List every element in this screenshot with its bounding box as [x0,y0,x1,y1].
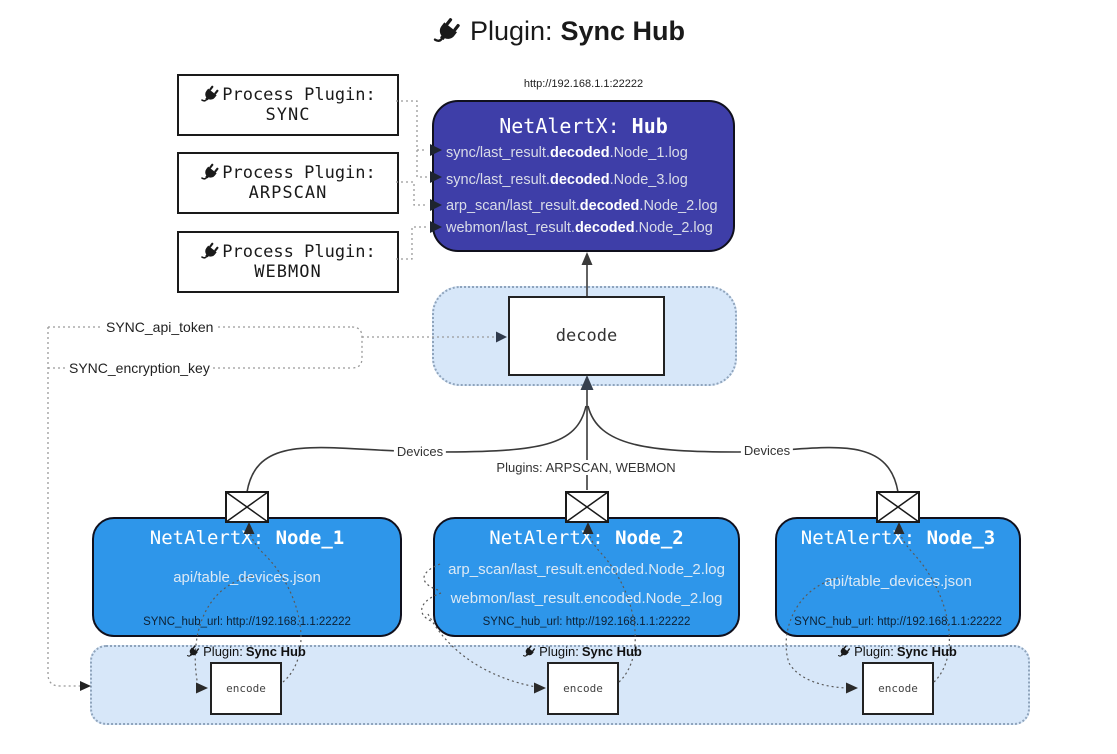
page-title: Plugin: Sync Hub [0,16,1117,47]
title-prefix: Plugin: [469,16,553,46]
process-plugin-arpscan: Process Plugin: ARPSCAN [177,152,399,214]
hub-log-line: arp_scan/last_result.decoded.Node_2.log [446,198,718,214]
node-3-box: NetAlertX: Node_3 api/table_devices.json… [775,517,1021,637]
process-plugin-webmon: Process Plugin: WEBMON [177,231,399,293]
plug-icon [186,645,200,659]
hub-title-prefix: NetAlertX: [499,114,620,138]
decode-label: decode [555,326,618,346]
hub-url: http://192.168.1.1:22222 [523,78,644,90]
devices-right-label: Devices [740,443,794,458]
node-hub-url: SYNC_hub_url: http://192.168.1.1:22222 [794,616,1002,628]
node-file: api/table_devices.json [824,573,972,590]
hub-title: NetAlertX: Hub [434,114,733,138]
node-title: NetAlertX: Node_2 [489,527,684,549]
process-plugin-label: Process Plugin: [222,85,376,105]
node-hub-url: SYNC_hub_url: http://192.168.1.1:22222 [482,616,691,628]
encoder-plugin-label: Plugin:Sync Hub [522,644,642,659]
plug-icon [200,242,220,262]
sync-api-token-label: SYNC_api_token [103,319,217,335]
node-hub-url: SYNC_hub_url: http://192.168.1.1:22222 [143,616,351,628]
hub-box: NetAlertX: Hub sync/last_result.decoded.… [432,100,735,252]
encode-box-2: encode [547,662,619,715]
process-plugin-name: WEBMON [254,262,322,282]
process-plugin-name: ARPSCAN [248,183,328,203]
encoder-plugin-label: Plugin:Sync Hub [186,644,306,659]
node-2-box: NetAlertX: Node_2 arp_scan/last_result.e… [433,517,740,637]
plug-icon [432,17,462,47]
node-title: NetAlertX: Node_3 [800,527,996,549]
plug-icon [200,85,220,105]
arrowhead-decode-to-hub [581,252,593,265]
devices-left-label: Devices [393,444,447,459]
process-plugin-name: SYNC [265,105,311,125]
node-file: webmon/last_result.encoded.Node_2.log [450,590,723,607]
node-1-box: NetAlertX: Node_1 api/table_devices.json… [92,517,402,637]
process-plugin-sync: Process Plugin: SYNC [177,74,399,136]
title-name: Sync Hub [560,16,686,46]
encoder-plugin-label: Plugin:Sync Hub [837,644,957,659]
hub-log-line: webmon/last_result.decoded.Node_2.log [446,220,713,236]
decode-box: decode [508,296,665,376]
hub-log-line: sync/last_result.decoded.Node_1.log [446,145,688,161]
plug-icon [522,645,536,659]
process-plugin-label: Process Plugin: [222,163,376,183]
sync-encryption-key-label: SYNC_encryption_key [66,360,213,376]
encode-label: encode [878,682,918,695]
hub-log-line: sync/last_result.decoded.Node_3.log [446,172,688,188]
plugins-middle-label: Plugins: ARPSCAN, WEBMON [493,460,679,475]
plug-icon [200,163,220,183]
node-file: api/table_devices.json [173,569,321,586]
process-plugin-label: Process Plugin: [222,242,376,262]
hub-title-name: Hub [631,114,668,138]
encode-label: encode [226,682,266,695]
node-file: arp_scan/last_result.encoded.Node_2.log [448,561,725,578]
encode-box-3: encode [862,662,934,715]
node-title: NetAlertX: Node_1 [149,527,345,549]
encode-label: encode [563,682,603,695]
encode-box-1: encode [210,662,282,715]
plug-icon [837,645,851,659]
